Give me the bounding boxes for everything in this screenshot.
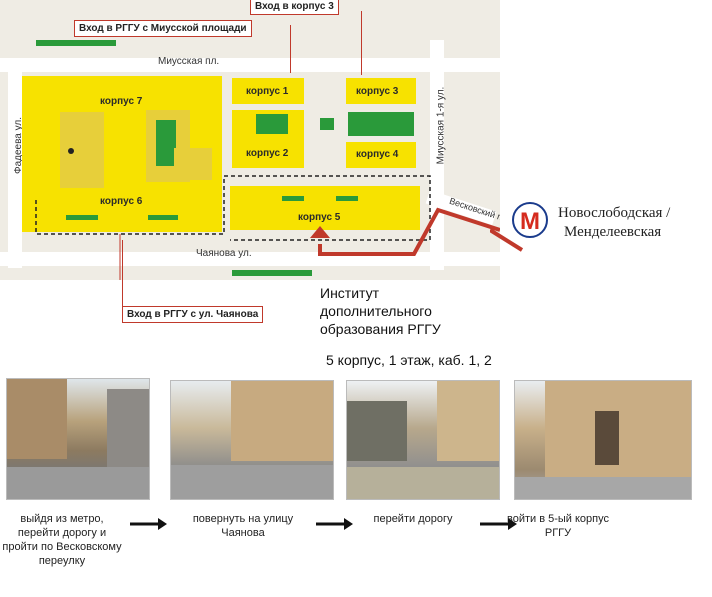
institute-label: Институт дополнительного образования РГГ…	[320, 284, 441, 338]
building-label-korpus-7: корпус 7	[100, 96, 143, 107]
building-label-korpus-6: корпус 6	[100, 196, 143, 207]
green-area	[256, 114, 288, 134]
callout-line	[361, 11, 362, 75]
green-strip	[66, 215, 98, 220]
green-strip	[336, 196, 358, 201]
metro-line-1: Новослободская /	[558, 205, 671, 221]
arrow-right-icon	[130, 518, 167, 530]
arrow-right-icon	[316, 518, 353, 530]
callout-line	[290, 25, 291, 73]
courtyard	[60, 112, 104, 188]
road-fadeeva	[8, 58, 22, 268]
green-area	[320, 118, 334, 130]
green-strip	[232, 270, 312, 276]
road-miusskaya-pl	[0, 58, 500, 72]
step-caption-1: выйдя из метро, перейти дорогу и пройти …	[2, 513, 122, 567]
building-korpus-5	[230, 186, 420, 230]
route-to-metro	[490, 228, 524, 252]
step-caption-4: войти в 5-ый корпус РГГУ	[506, 513, 609, 539]
metro-station-name: Новослободская / Менделеевская	[558, 204, 670, 242]
step-caption-3: перейти дорогу	[373, 513, 453, 525]
callout-entrance-miusskaya: Вход в РГГУ с Миусской площади	[74, 20, 252, 37]
step-photo-4	[514, 380, 692, 500]
building-label-korpus-2: корпус 2	[246, 148, 289, 159]
green-area	[348, 112, 414, 136]
building-label-korpus-1: корпус 1	[246, 86, 289, 97]
building-korpus-1	[232, 78, 304, 104]
campus-boundary	[35, 175, 500, 280]
green-strip	[148, 215, 178, 220]
courtyard	[174, 148, 212, 180]
street-label-miusskaya-pl: Миусская пл.	[158, 56, 220, 67]
step-photo-3	[346, 380, 500, 500]
green-strip	[282, 196, 304, 201]
institute-line-3: образования РГГУ	[320, 321, 441, 337]
metro-line-2: Менделеевская	[564, 224, 662, 240]
step-caption-2: повернуть на улицу Чаянова	[192, 513, 294, 539]
marker-dot	[68, 148, 74, 154]
arrow-right-icon	[480, 518, 517, 530]
callout-entrance-korpus3: Вход в корпус 3	[250, 0, 339, 15]
green-area	[156, 120, 176, 166]
building-label-korpus-4: корпус 4	[356, 149, 399, 160]
callout-entrance-chayanova-label: Вход в РГГУ с ул. Чаянова	[122, 306, 264, 323]
step-photo-1	[6, 378, 150, 500]
institute-line-1: Институт	[320, 285, 380, 301]
institute-location: 5 корпус, 1 этаж, каб. 1, 2	[326, 352, 492, 368]
building-korpus-4	[346, 142, 416, 168]
metro-symbol: М	[520, 208, 540, 235]
building-korpus-3	[346, 78, 416, 104]
street-label-chayanova: Чаянова ул.	[196, 248, 252, 259]
institute-line-2: дополнительного	[320, 303, 432, 319]
callout-line	[122, 240, 123, 306]
step-photo-2	[170, 380, 334, 500]
campus-map: Вход в РГГУ с Миусской площади Вход в ко…	[0, 0, 500, 280]
building-label-korpus-3: корпус 3	[356, 86, 399, 97]
metro-icon: М	[510, 202, 550, 238]
green-strip	[36, 40, 116, 46]
building-label-korpus-5: корпус 5	[298, 212, 341, 223]
